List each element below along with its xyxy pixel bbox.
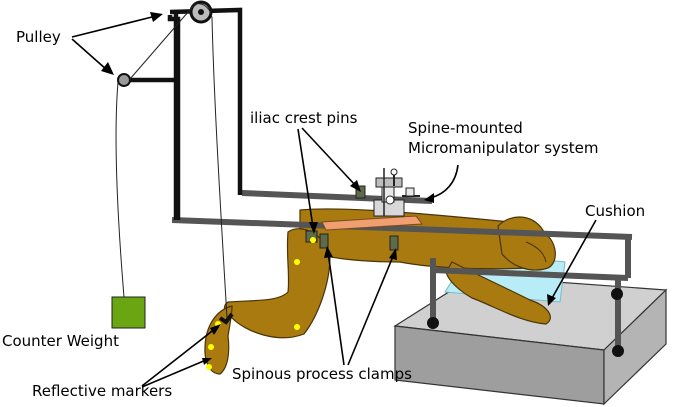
spine-arrowhead	[424, 193, 434, 203]
label-reflective-markers: Reflective markers	[32, 382, 172, 400]
spinous-clamp-2	[389, 235, 399, 251]
monkey-face-line	[525, 241, 547, 263]
platform-side	[603, 288, 667, 406]
iliac-arrowhead-front	[309, 222, 318, 234]
monkey-hindlimb	[223, 228, 331, 339]
pulley-arrowhead-side	[101, 62, 114, 75]
pulley-arrow-side	[71, 38, 108, 71]
cushion-arrow	[550, 219, 597, 301]
spinous-process-clamps	[319, 233, 399, 251]
counter-weight	[111, 296, 146, 329]
spinous-arrow-2	[347, 253, 395, 366]
marker-foot	[208, 344, 214, 350]
lower-frame-rail	[431, 267, 629, 281]
label-micromanipulator-system: Micromanipulator system	[408, 139, 598, 157]
iliac-arrow-back	[301, 127, 357, 187]
marker-thigh	[294, 259, 300, 265]
pulley-arrow-top	[71, 15, 157, 38]
manipulator-block	[405, 187, 415, 197]
side-pulley-wheel	[117, 73, 131, 87]
manipulator-carriage	[375, 177, 403, 188]
cushion-arrowhead	[547, 294, 556, 306]
spinous-arrowhead-2	[389, 248, 397, 260]
marker-hip	[310, 237, 316, 243]
label-spine-mounted: Spine-mounted	[408, 119, 523, 137]
pulley-frame-top	[169, 7, 243, 195]
spine-micromanipulator	[321, 168, 423, 231]
pulley-frame	[117, 0, 243, 220]
callout-arrows	[71, 12, 597, 388]
label-pulley: Pulley	[16, 28, 61, 46]
spinous-arrowhead-1	[324, 246, 333, 258]
pulley-cable	[115, 3, 228, 319]
iliac-arrow-front	[297, 128, 314, 228]
marker-toe	[206, 364, 212, 370]
iliac-pin-back	[355, 185, 366, 199]
monkey	[204, 208, 556, 375]
manipulator-dial	[385, 195, 395, 205]
label-iliac-crest-pins: iliac crest pins	[250, 109, 358, 127]
label-counter-weight: Counter Weight	[2, 332, 119, 350]
spinous-arrow-1	[327, 251, 345, 366]
frame-foot-back	[611, 288, 623, 300]
spine-arrow	[429, 164, 459, 199]
marker-arrowhead-2	[202, 358, 212, 365]
frame-legs	[427, 258, 624, 357]
front-frame-rail	[171, 217, 633, 240]
iliac-arrowhead-back	[350, 180, 361, 192]
marker-arrow-1	[141, 327, 217, 387]
spinous-clamp-1	[319, 233, 329, 249]
labels: Pulley iliac crest pins Spine-mounted Mi…	[2, 28, 645, 400]
frame-foot-front	[427, 317, 439, 329]
ankle-cuff	[218, 312, 234, 325]
top-pulley-axle	[198, 9, 204, 15]
manipulator-knob	[390, 168, 398, 176]
monkey-forelimb	[445, 261, 551, 325]
reflective-markers	[206, 237, 316, 370]
marker-arrowhead-1	[210, 324, 221, 335]
label-cushion: Cushion	[585, 202, 645, 220]
pulley-arrowhead-top	[150, 12, 163, 22]
marker-knee	[294, 324, 300, 330]
platform	[393, 275, 668, 406]
label-spinous-process-clamps: Spinous process clamps	[232, 365, 412, 383]
spine-plate	[321, 215, 423, 231]
frame-foot-right	[612, 345, 624, 357]
marker-arrow-2	[141, 359, 207, 388]
